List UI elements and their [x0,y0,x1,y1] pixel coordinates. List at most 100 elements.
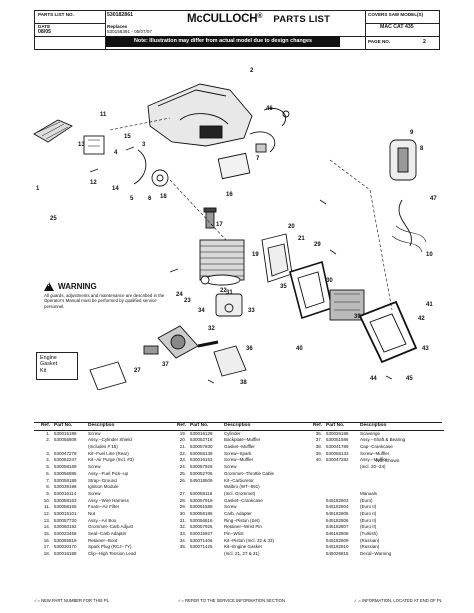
ref-cell: 38. [315,444,322,450]
ref-cell [306,464,326,471]
description-cell: Assy.--Cylinder Shield [88,437,132,443]
table-row: 545182804(Euro II) [306,504,444,511]
callout-20: 20 [288,224,295,230]
part-number-cell: 530041789 [326,444,349,450]
part-number-cell: 530016128 [190,430,213,436]
header-desc: Description [88,423,115,428]
description-cell: (Euro II) [360,517,377,523]
ref-cell [306,524,326,531]
callout-1: 1 [36,186,40,192]
ref-cell: 18. [43,551,50,557]
description-cell: Screw [88,490,101,496]
description-cell: (Euro II) [360,504,377,510]
description-cell: Foam--Air Filter [88,504,120,510]
crankcase-gasket [217,152,251,180]
page-value: 2 [423,39,426,45]
part-number-cell: 530058116 [190,490,213,496]
callout-30: 30 [326,278,333,284]
ref-cell [306,491,326,498]
part-number-cell: 530057720 [54,517,77,523]
part-number-cell: 530026186 [326,430,349,436]
callout-17: 17 [216,222,223,228]
table-row: 36. 530026186 Scavenge [306,431,444,438]
date-label: DATE [38,24,51,29]
ignition-module [389,139,417,181]
callout-46: 46 [266,106,273,112]
table-row: (Incl. 21, 27 & 31) [170,551,308,558]
page-label: PAGE NO. [368,39,391,44]
ref-cell: 30. [179,510,186,516]
exploded-parts-diagram: 11 1 2 3 4 5 6 7 8 9 10 12 13 14 15 16 1… [33,68,437,390]
callout-41: 41 [426,302,433,308]
crankcase-cap [213,345,247,377]
description-cell: Cylinder [224,430,241,436]
part-number-cell: 545182808 [326,531,349,536]
callout-6: 6 [148,196,152,202]
description-cell: Screw [88,430,101,436]
ref-cell: 37. [315,437,322,443]
description-cell: (Russian) [360,544,380,550]
table-row: 545182806(Euro II) [306,518,444,525]
ref-cell [306,531,326,538]
part-number-cell: 545182803 [326,497,349,503]
part-number-cell: 530016153 [190,457,213,463]
description-cell: Scavenge [360,430,381,436]
carburetor [329,289,365,321]
callout-33: 33 [248,308,255,314]
header-block: PARTS LIST NO. 530182861 DATE 08/05 Repl… [34,10,440,50]
description-cell: (Includes # 15) [88,444,118,450]
description-cell: Assy.--Muffler [360,457,388,463]
callout-4: 4 [114,150,118,156]
description-cell: Grommet--Carb Adjust [88,524,134,530]
table-row: Manuals [306,491,444,498]
callout-3: 3 [142,142,146,148]
ref-cell: 13. [43,517,50,523]
header-pn: Part No. [326,423,345,428]
footer-right: ✓ = INFORMATION, LOCATED AT END OF PL [353,598,442,603]
callout-5: 5 [130,196,134,202]
ref-cell [306,498,326,505]
not-shown-label: Not Shown [376,459,400,464]
callout-37: 37 [162,362,169,368]
callout-8: 8 [420,146,424,152]
part-number-cell [326,464,360,471]
ref-cell: 29. [179,504,186,510]
illustration-note: Note: Illustration may differ from actua… [106,36,340,47]
table-row [306,484,444,491]
description-cell: Screw--Muffler [224,457,254,463]
description-cell: (Euro II) [360,510,377,516]
ref-cell: 36. [315,430,322,436]
header-ref: Ref. [40,423,50,428]
callout-38: 38 [240,380,247,386]
description-cell: Retainer--Wrist Pin [224,524,262,530]
description-cell: Assy.--Shaft & Bearing [360,437,406,443]
ref-cell [306,551,326,558]
callout-16: 16 [226,192,233,198]
description-cell: Screw [224,504,237,510]
warning-icon [44,282,54,291]
part-number-cell: 530058189 [54,477,77,483]
part-number-cell: 530050192 [54,524,77,530]
ref-cell: 24. [179,464,186,470]
ref-cell: 8. [46,484,50,490]
description-cell: Gasket--Crankcase [224,497,263,503]
part-number-cell: 530052706 [190,470,213,476]
warning-block: WARNING All guards, adjustments and main… [44,282,172,309]
